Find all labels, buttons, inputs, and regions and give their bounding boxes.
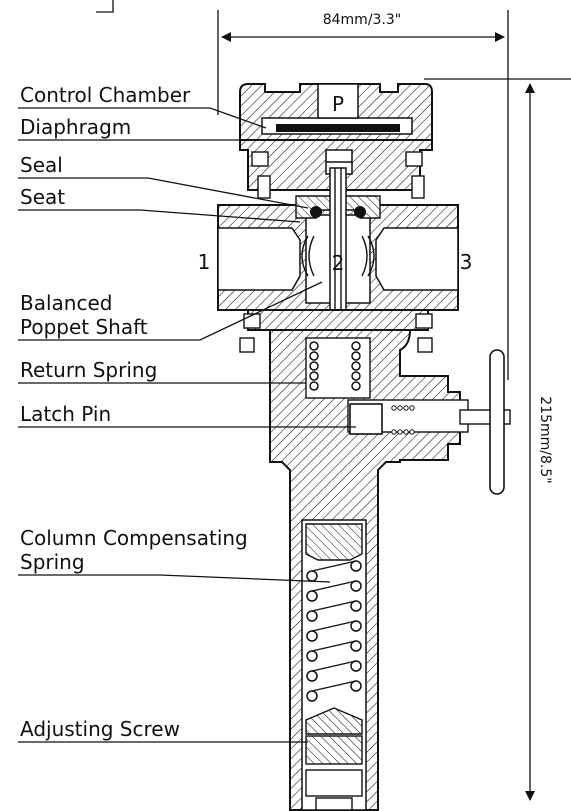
valve-body: P 1 2 3 — [198, 83, 511, 811]
callout-control-chamber: Control Chamber — [20, 83, 191, 107]
callout-column-compensating-spring-line1: Column Compensating — [20, 526, 248, 550]
port-1-label: 1 — [198, 250, 211, 274]
callout-balanced-poppet-shaft-line1: Balanced — [20, 291, 112, 315]
callout-diaphragm: Diaphragm — [20, 115, 131, 139]
callout-balanced-poppet-shaft-line2: Poppet Shaft — [20, 315, 148, 339]
callout-return-spring: Return Spring — [20, 358, 157, 382]
callout-seat: Seat — [20, 185, 65, 209]
height-dimension: 215mm/8.5" — [424, 78, 571, 801]
callout-adjusting-screw: Adjusting Screw — [20, 717, 180, 741]
pilot-port-label: P — [332, 92, 344, 116]
width-dimension-label: 84mm/3.3" — [323, 12, 402, 28]
callout-seal: Seal — [20, 153, 63, 177]
callout-latch-pin: Latch Pin — [20, 402, 111, 426]
port-2-label: 2 — [332, 251, 345, 275]
width-dimension: 84mm/3.3" — [217, 10, 509, 380]
port-3-label: 3 — [460, 250, 473, 274]
callout-leaders — [18, 107, 356, 743]
corner-mark — [96, 0, 114, 13]
callout-column-compensating-spring-line2: Spring — [20, 550, 85, 574]
height-dimension-label: 215mm/8.5" — [537, 396, 553, 483]
